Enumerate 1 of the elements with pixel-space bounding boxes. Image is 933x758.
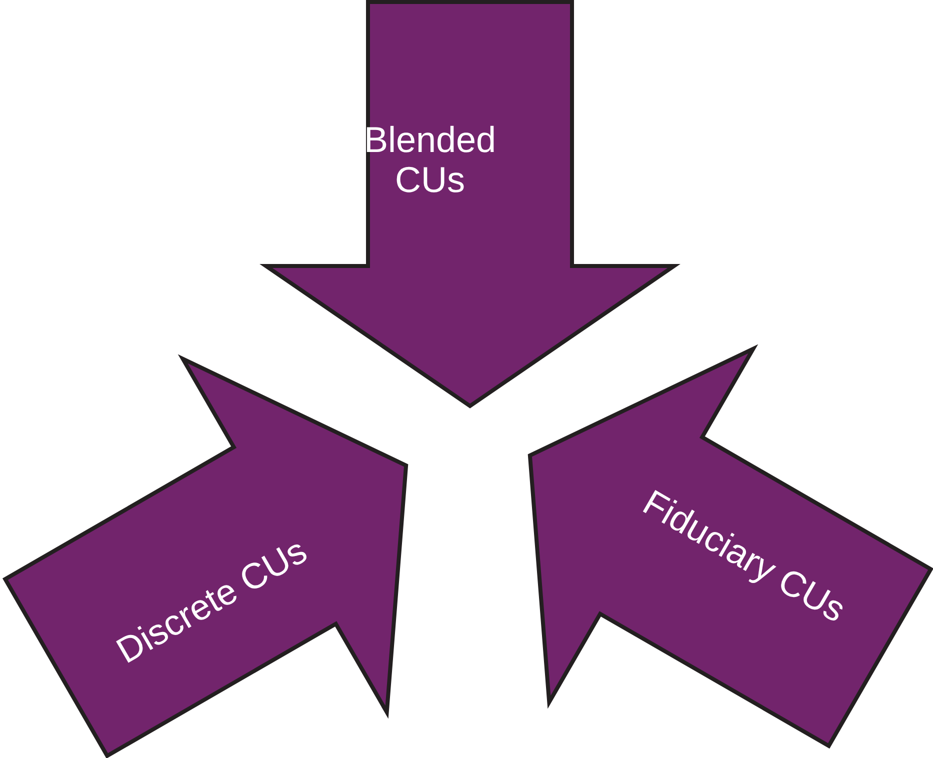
arrow-label: Blended CUs [362,120,498,200]
